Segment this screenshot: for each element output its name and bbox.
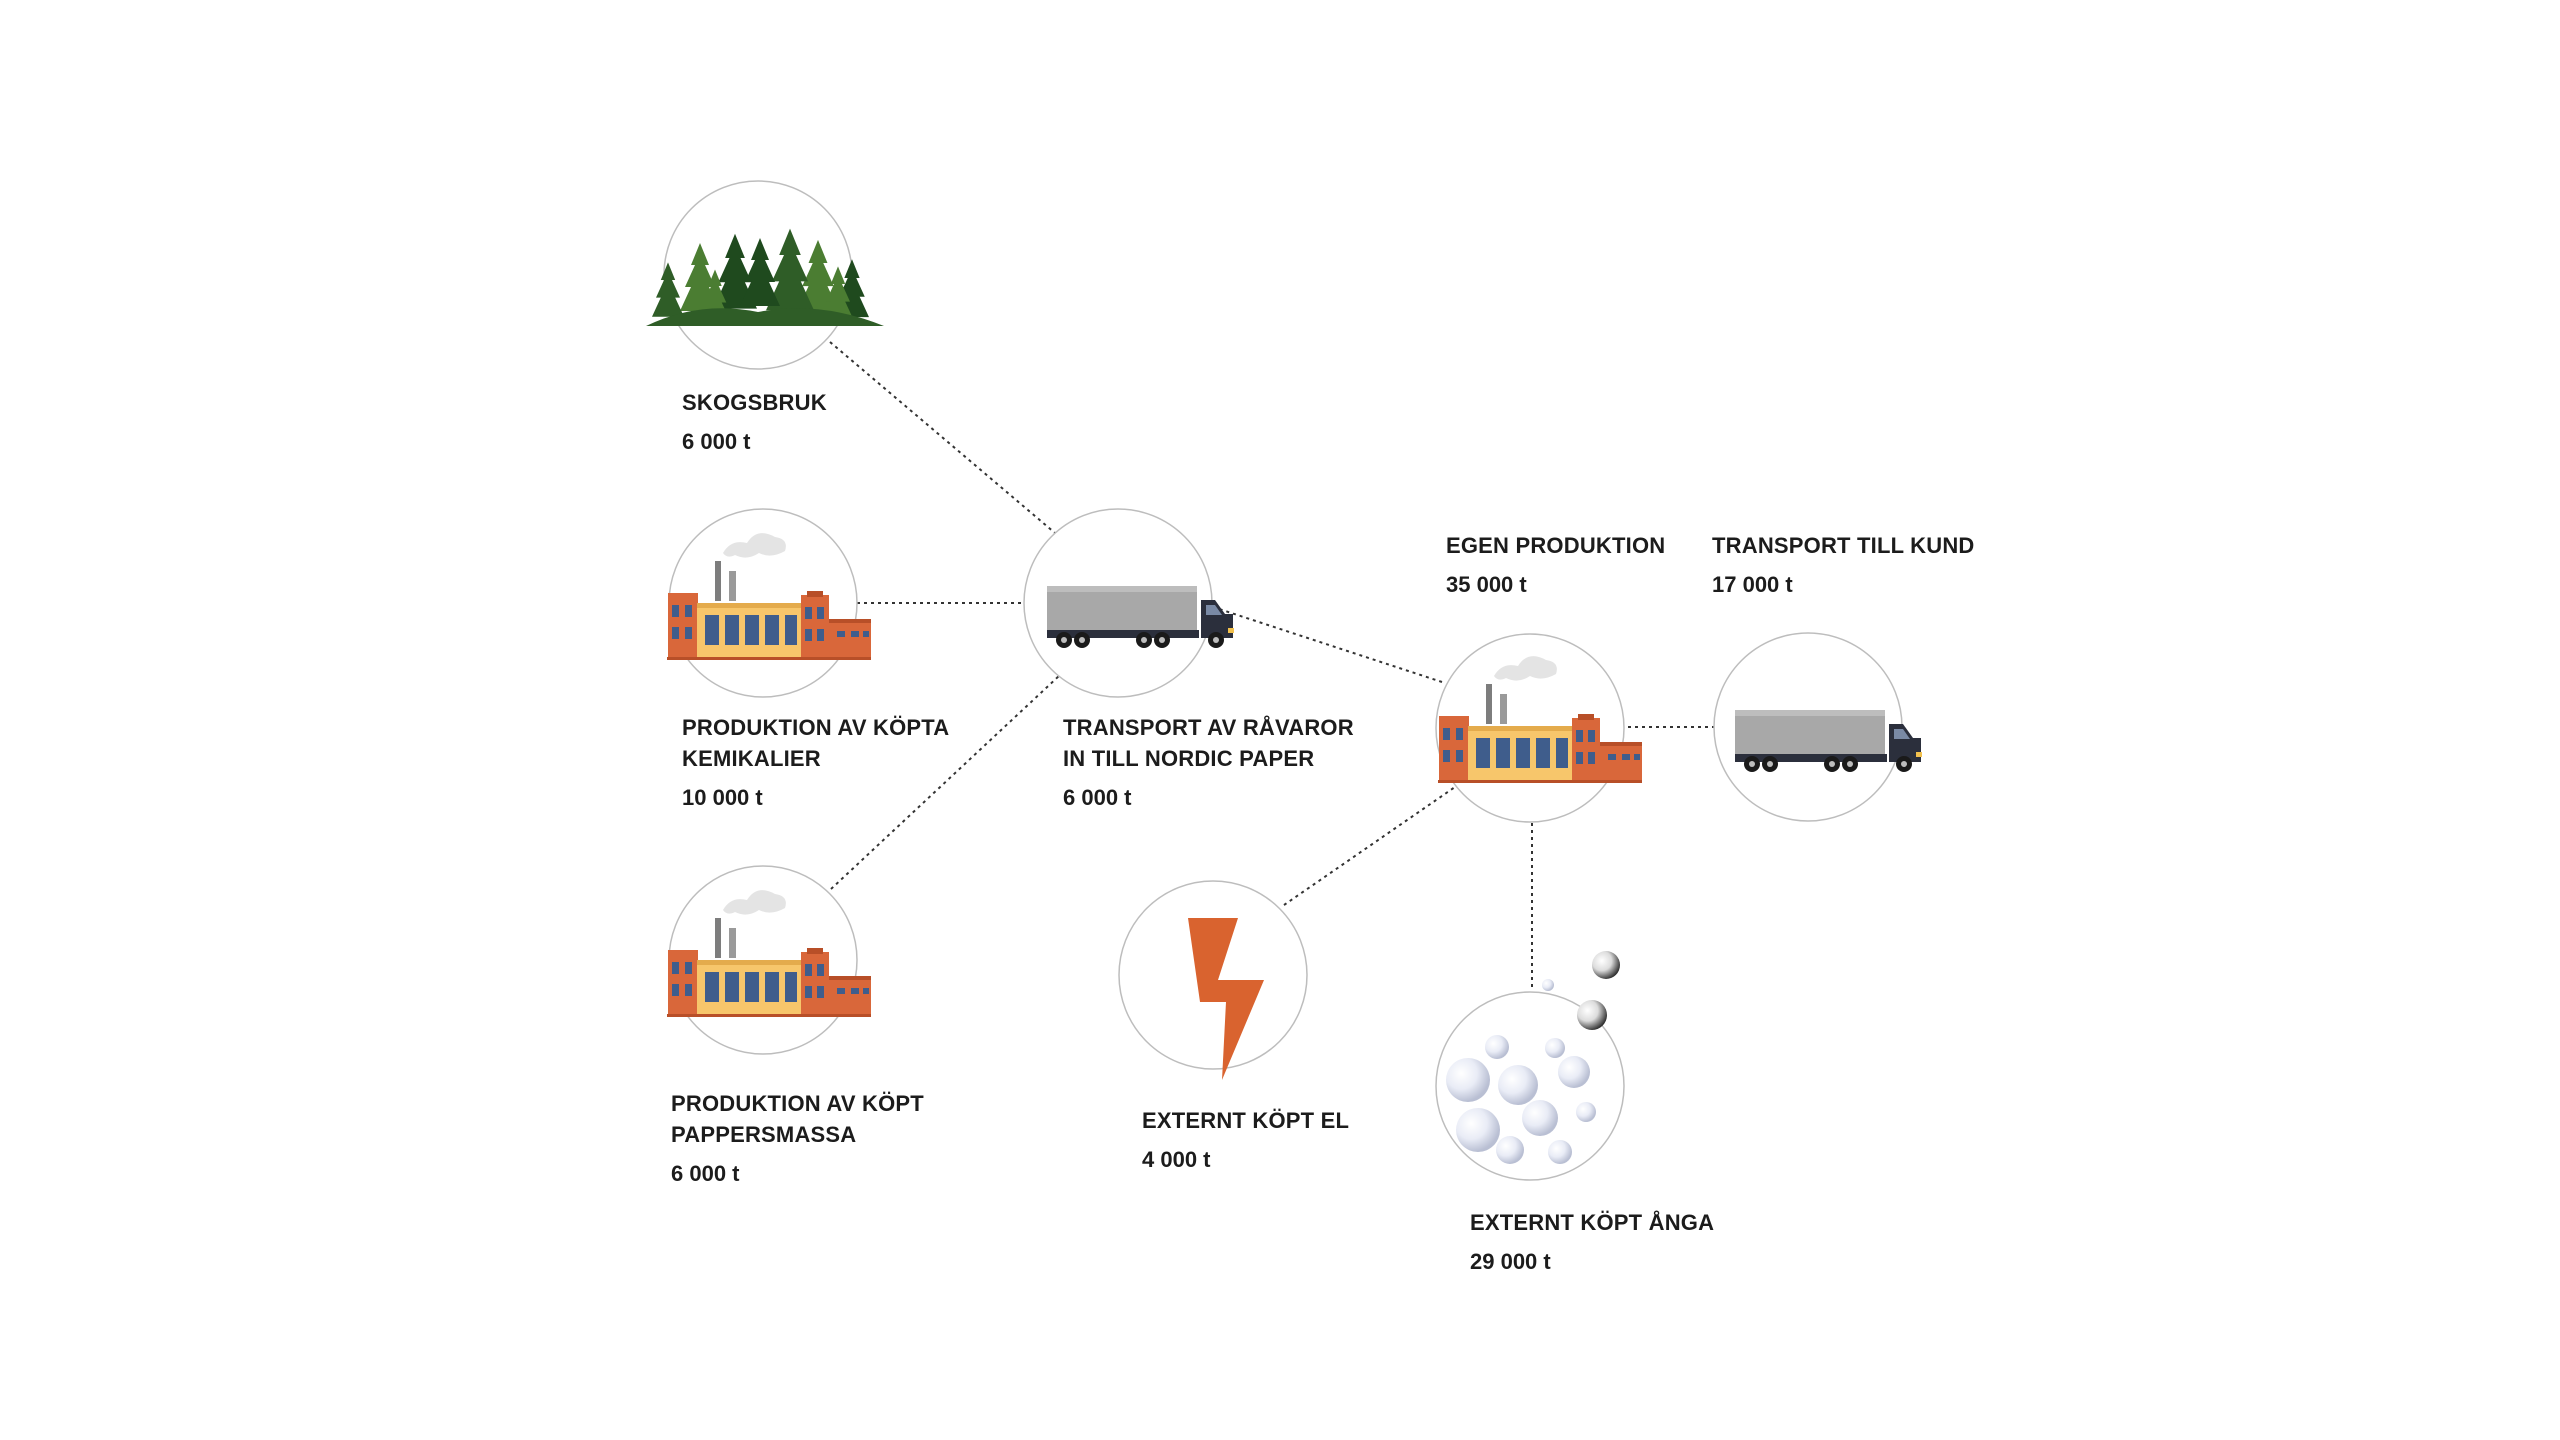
node-title: KEMIKALIER [682,746,821,771]
node-value: 35 000 t [1446,572,1527,597]
node-value: 6 000 t [682,429,751,454]
node-value: 17 000 t [1712,572,1793,597]
connector-skogsbruk [829,341,1056,534]
label-el: EXTERNT KÖPT EL 4 000 t [1142,1105,1349,1175]
label-kemikalier: PRODUKTION AV KÖPTA KEMIKALIER 10 000 t [682,712,949,813]
label-transport-kund: TRANSPORT TILL KUND 17 000 t [1712,530,1975,600]
node-title: EXTERNT KÖPT EL [1142,1108,1350,1133]
node-value: 4 000 t [1142,1147,1211,1172]
label-pappersmassa: PRODUKTION AV KÖPT PAPPERSMASSA 6 000 t [671,1088,924,1189]
label-egen-produktion: EGEN PRODUKTION 35 000 t [1446,530,1665,600]
node-title: PAPPERSMASSA [671,1122,857,1147]
steam-bubbles-icon [1446,951,1620,1164]
node-title: EXTERNT KÖPT ÅNGA [1470,1210,1715,1235]
node-value: 6 000 t [1063,785,1132,810]
node-title: IN TILL NORDIC PAPER [1063,746,1315,771]
node-value: 29 000 t [1470,1249,1551,1274]
label-skogsbruk: SKOGSBRUK 6 000 t [682,387,827,457]
label-anga: EXTERNT KÖPT ÅNGA 29 000 t [1470,1207,1714,1277]
label-transport-ravaror: TRANSPORT AV RÅVAROR IN TILL NORDIC PAPE… [1063,712,1354,813]
node-title: PRODUKTION AV KÖPTA [682,715,950,740]
node-title: PRODUKTION AV KÖPT [671,1091,924,1116]
node-title: EGEN PRODUKTION [1446,533,1666,558]
connectors [829,341,1721,990]
lightning-icon [1188,918,1264,1080]
node-title: SKOGSBRUK [682,390,827,415]
forest-icon [646,228,884,326]
connector-pappersmassa [830,674,1061,890]
node-value: 10 000 t [682,785,763,810]
node-title: TRANSPORT AV RÅVAROR [1063,715,1354,740]
connector-transport-ravaror [1212,606,1443,683]
node-title: TRANSPORT TILL KUND [1712,533,1975,558]
node-value: 6 000 t [671,1161,740,1186]
